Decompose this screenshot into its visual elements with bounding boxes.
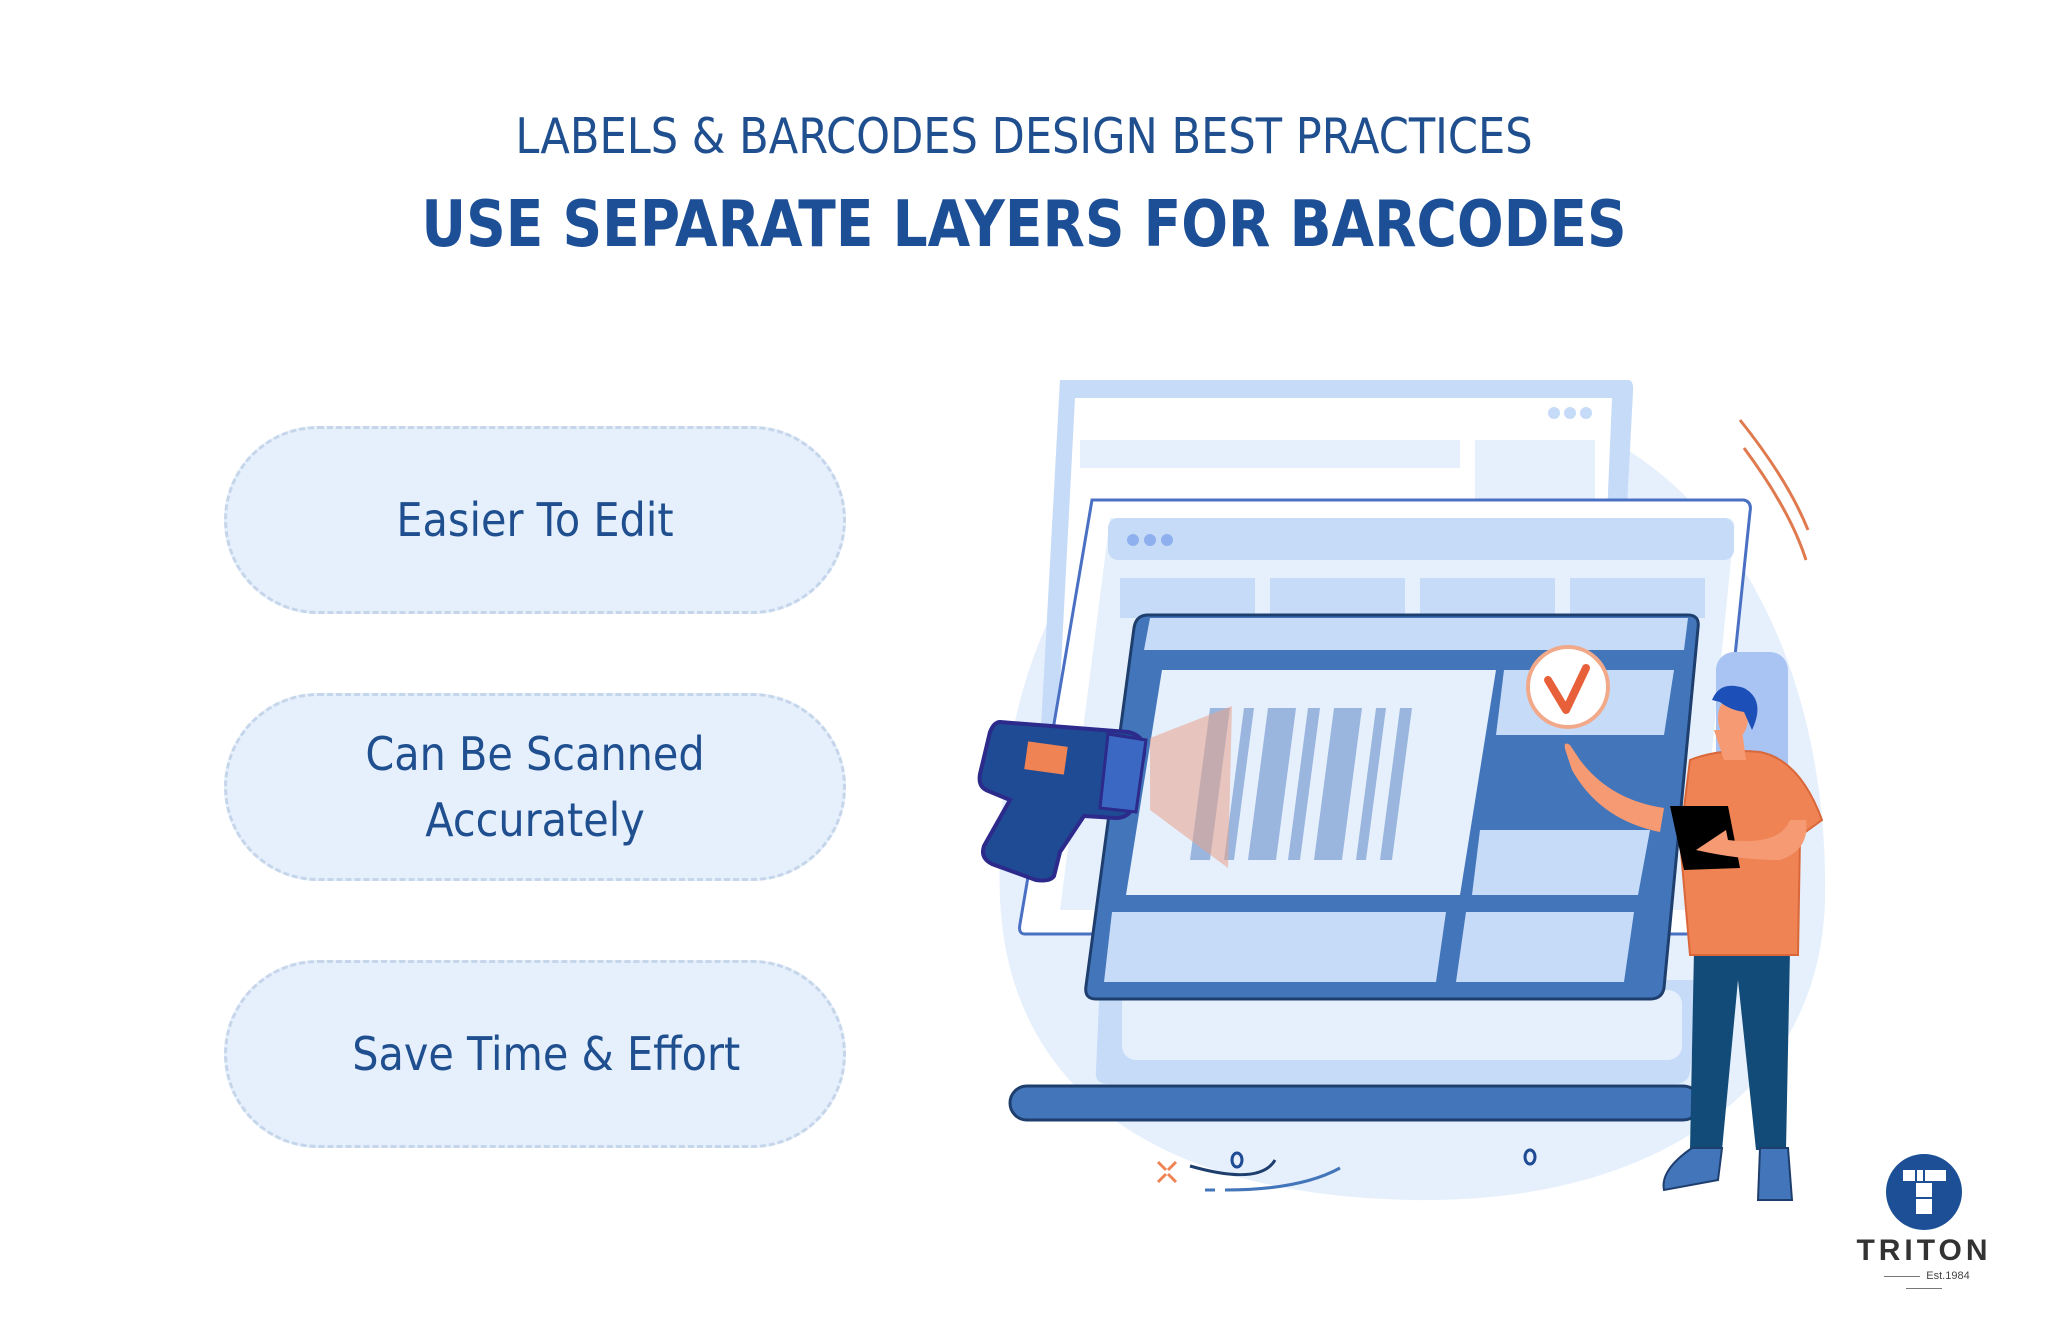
person-with-tablet bbox=[1564, 685, 1824, 1201]
barcode-scanning-illustration bbox=[977, 380, 1826, 1201]
benefit-label: Can Be Scanned Accurately bbox=[365, 727, 705, 847]
motion-lines bbox=[1738, 419, 1810, 561]
brand-name: TRITON bbox=[1856, 1234, 1992, 1267]
benefit-pill-save-time: Save Time & Effort bbox=[224, 960, 846, 1148]
barcode-scanner-icon bbox=[977, 719, 1148, 883]
benefit-label: Easier To Edit bbox=[396, 493, 674, 547]
benefit-pill-scanned-accurately: Can Be Scanned Accurately bbox=[224, 693, 846, 881]
monitor-base bbox=[1008, 1084, 1702, 1122]
barcode-icon bbox=[1190, 708, 1412, 860]
page-title: USE SEPARATE LAYERS FOR BARCODES bbox=[421, 188, 1627, 262]
brand-established: Est.1984 bbox=[1856, 1270, 1992, 1294]
decorative-marks bbox=[1156, 1148, 1537, 1192]
triton-logo: TRITON Est.1984 bbox=[1856, 1150, 1992, 1290]
triton-logo-icon bbox=[1886, 1154, 1962, 1230]
benefit-pill-easier-to-edit: Easier To Edit bbox=[224, 426, 846, 614]
benefit-label: Save Time & Effort bbox=[352, 1027, 741, 1081]
header-kicker: LABELS & BARCODES DESIGN BEST PRACTICES bbox=[515, 108, 1533, 165]
scan-beam bbox=[1150, 706, 1232, 868]
checkmark-icon bbox=[1526, 645, 1610, 729]
